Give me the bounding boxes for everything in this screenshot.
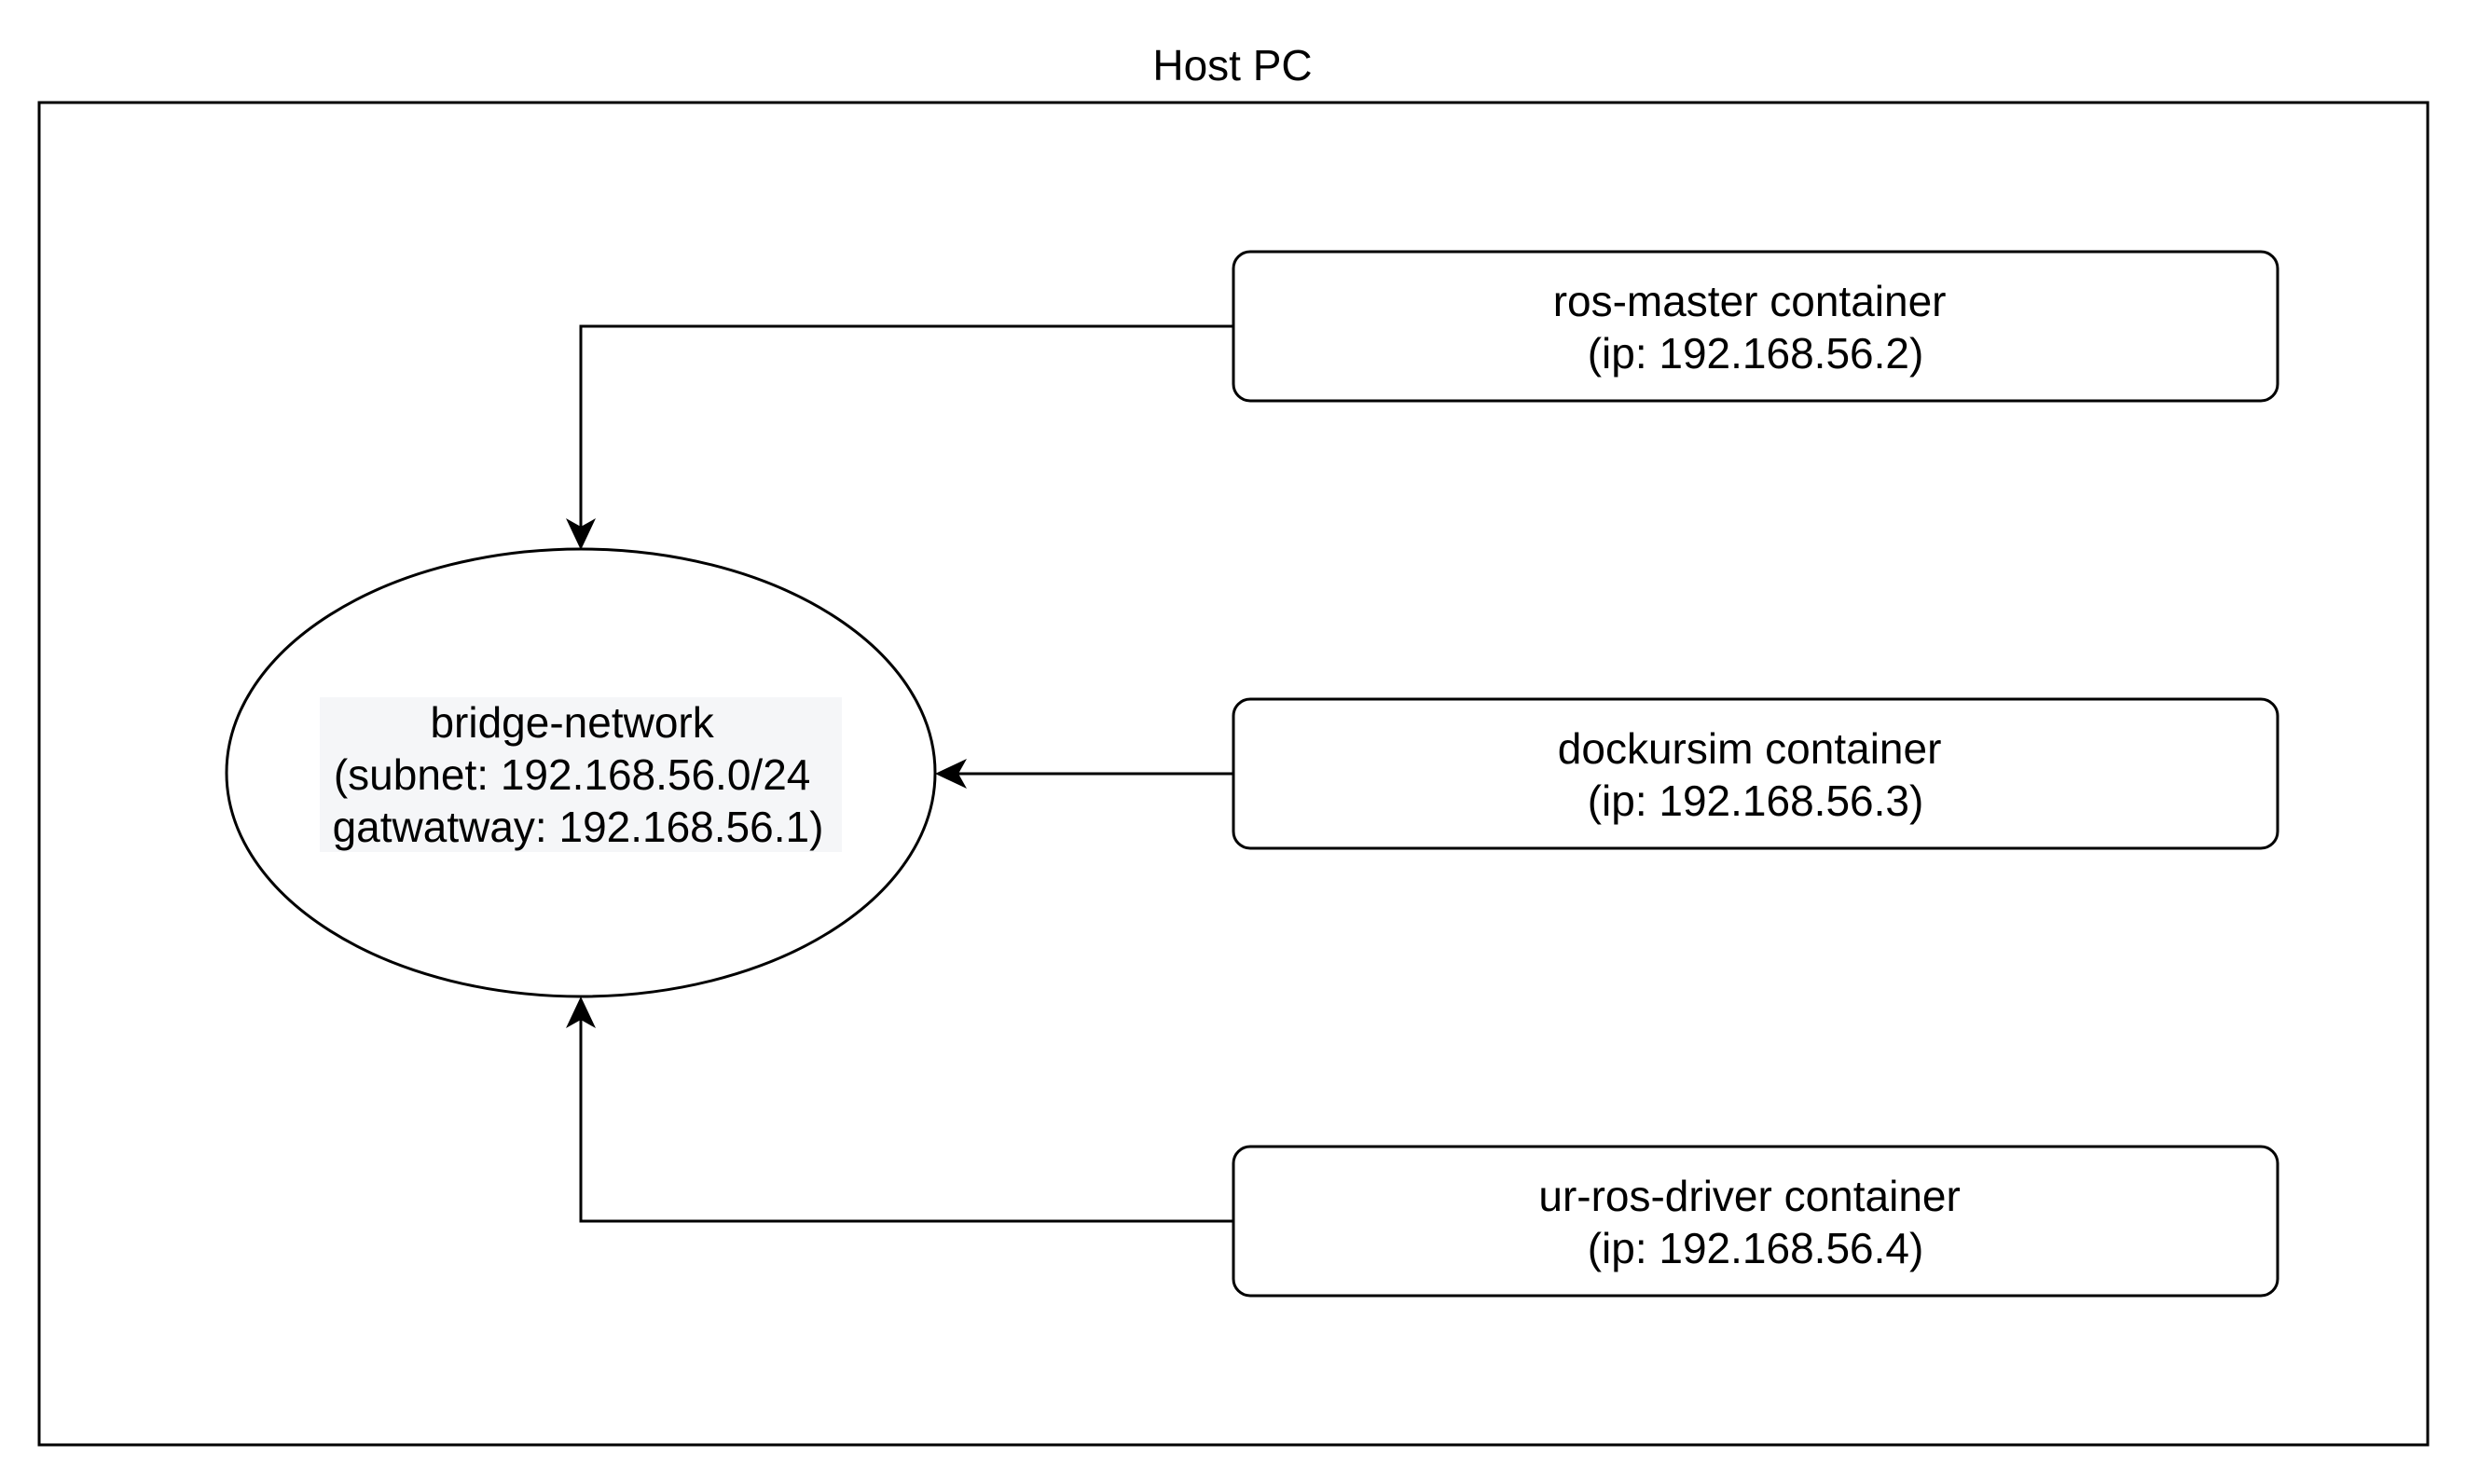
- dockursim-container-name: dockursim container: [1558, 724, 1942, 773]
- dockursim-container-box: [1232, 697, 2279, 850]
- bridge-network-label: bridge-network (subnet: 192.168.56.0/24 …: [333, 698, 824, 851]
- bridge-network-name: bridge-network: [430, 698, 714, 747]
- ros-master-container-label: ros-master container (ip: 192.168.56.2): [1553, 277, 1959, 378]
- ros-master-to-bridge-connector: [579, 324, 1233, 531]
- bridge-network-gateway: gatwatway: 192.168.56.1): [333, 803, 824, 851]
- ur-ros-driver-container-box: [1232, 1145, 2279, 1298]
- ur-ros-driver-container-label: ur-ros-driver container (ip: 192.168.56.…: [1538, 1172, 1972, 1272]
- bridge-network-subnet: (subnet: 192.168.56.0/24: [334, 750, 811, 799]
- dockursim-container-label: dockursim container (ip: 192.168.56.3): [1558, 724, 1953, 825]
- ros-master-arrowhead: [566, 518, 596, 550]
- dockursim-arrowhead: [935, 759, 967, 789]
- ros-master-container-box: [1232, 250, 2279, 403]
- host-pc-frame: [37, 101, 2430, 1447]
- dockursim-container-ip: (ip: 192.168.56.3): [1588, 776, 1924, 825]
- ur-ros-driver-container-name: ur-ros-driver container: [1538, 1172, 1960, 1220]
- ur-ros-driver-arrowhead: [566, 996, 596, 1028]
- ur-ros-driver-container-ip: (ip: 192.168.56.4): [1588, 1224, 1924, 1272]
- ros-master-container-ip: (ip: 192.168.56.2): [1588, 329, 1924, 378]
- ur-ros-driver-to-bridge-connector: [579, 1015, 1233, 1223]
- bridge-network-label-highlight: [320, 697, 842, 852]
- host-pc-title: Host PC: [1152, 41, 1312, 89]
- ros-master-container-name: ros-master container: [1553, 277, 1947, 325]
